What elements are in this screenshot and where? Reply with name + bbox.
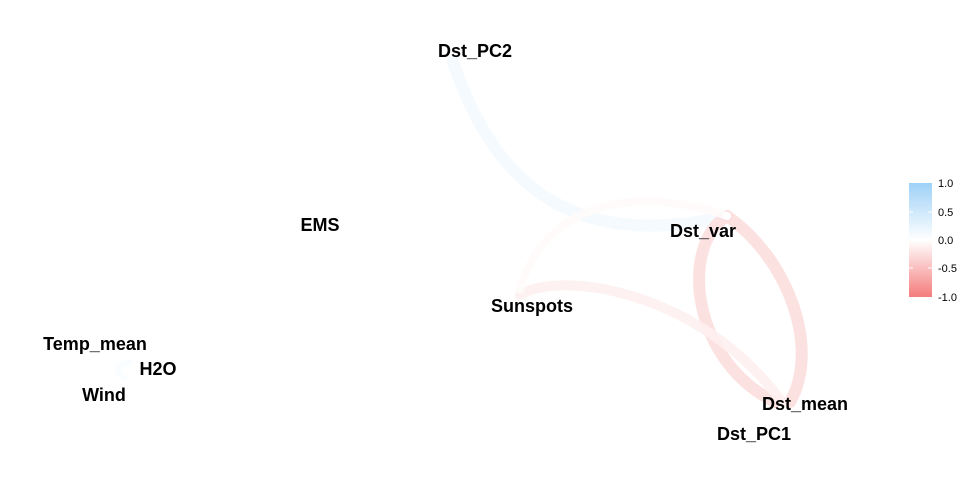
node-dst-pc1-label: Dst_PC1 [717,424,791,444]
legend-tick-marks [909,211,932,269]
legend-tick-label: -1.0 [938,292,957,304]
node-dst-mean-label: Dst_mean [762,394,848,414]
node-h2o-label: H2O [139,359,176,379]
node-ems-label: EMS [300,215,339,235]
node-temp-mean-label: Temp_mean [43,334,147,354]
node-dst-pc2-label: Dst_PC2 [438,41,512,61]
node-wind-label: Wind [82,385,126,405]
legend-tick-label: 0.0 [938,235,953,247]
edge-dst_pc2-dst_var [447,56,733,232]
legend-colorbar [909,183,932,297]
edge-temp_mean-wind [114,359,133,381]
node-sunspots-label: Sunspots [491,296,573,316]
legend-tick-label: 1.0 [938,178,953,190]
correlation-legend: 1.0 0.5 0.0 -0.5 -1.0 [909,178,957,304]
edge-dst_var-dst_mean-a [693,210,781,408]
node-dst-var-marker [723,212,731,220]
edge-layer [114,56,808,408]
node-dst-var-label: Dst_var [670,221,736,241]
edge-sunspots-dst_var [516,197,731,294]
node-label-layer: Dst_PC2 EMS Dst_var Sunspots Temp_mean H… [43,41,848,444]
legend-tick-label: 0.5 [938,207,953,219]
legend-tick-label: -0.5 [938,263,957,275]
edge-dst_var-dst_mean-b [721,210,808,408]
edge-sunspots-dst_pc1 [515,280,787,407]
